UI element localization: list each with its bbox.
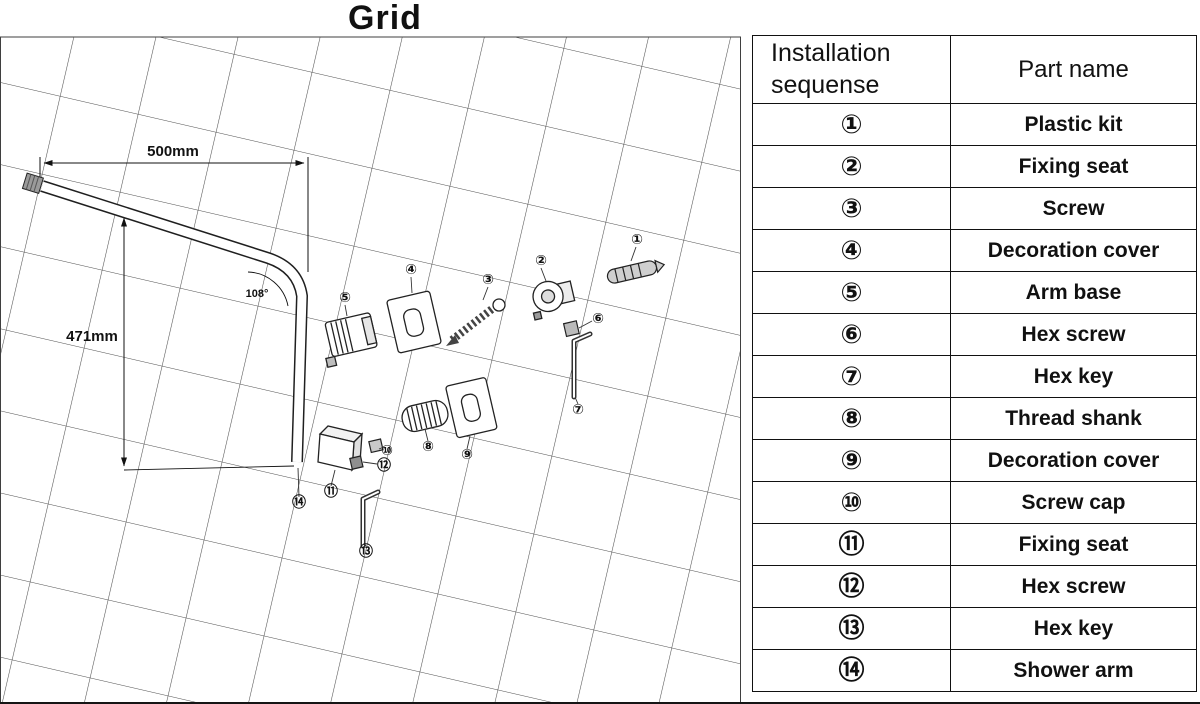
part-hex-screw-bottom — [349, 455, 364, 470]
callout-7: ⑦ — [572, 402, 584, 418]
row-name: Fixing seat — [950, 523, 1197, 566]
row-seq: ③ — [752, 187, 951, 230]
row-seq: ④ — [752, 229, 951, 272]
page-title: Grid — [348, 0, 422, 37]
row-seq: ⑥ — [752, 313, 951, 356]
angle-label: 108° — [246, 288, 269, 300]
callout-9: ⑨ — [461, 447, 473, 463]
row-seq: ⑨ — [752, 439, 951, 482]
callout-12: ⑫ — [377, 457, 391, 474]
callout-4: ④ — [405, 262, 417, 278]
part-hex-screw-top — [562, 320, 580, 338]
callout-13: ⑬ — [359, 543, 373, 560]
callout-10: ⑩ — [381, 443, 393, 459]
row-name: Fixing seat — [950, 145, 1197, 188]
row-seq: ⑪ — [752, 523, 951, 566]
part-hex-key-top — [571, 331, 593, 400]
callout-14: ⑭ — [292, 494, 306, 511]
callout-5: ⑤ — [339, 290, 351, 306]
exploded-diagram-svg: 500mm 471mm 108° — [0, 36, 741, 704]
callout-8: ⑧ — [422, 439, 434, 455]
row-name: Shower arm — [950, 649, 1197, 692]
callout-3: ③ — [482, 272, 494, 288]
dimension-width — [39, 157, 309, 272]
row-seq: ② — [752, 145, 951, 188]
row-name: Hex screw — [950, 313, 1197, 356]
row-name: Arm base — [950, 271, 1197, 314]
row-seq: ⑩ — [752, 481, 951, 524]
row-name: Decoration cover — [950, 229, 1197, 272]
header-part-name: Part name — [950, 35, 1197, 104]
dimension-height — [121, 217, 295, 471]
tile-grid-background — [0, 36, 741, 704]
shower-arm-drawing — [21, 172, 308, 463]
row-name: Plastic kit — [950, 103, 1197, 146]
row-name: Hex key — [950, 355, 1197, 398]
callout-6: ⑥ — [592, 311, 604, 327]
row-seq: ⑬ — [752, 607, 951, 650]
row-seq: ⑭ — [752, 649, 951, 692]
row-name: Decoration cover — [950, 439, 1197, 482]
installation-diagram: 500mm 471mm 108° — [0, 36, 741, 704]
part-plastic-kit — [606, 259, 666, 284]
callout-numbers: ① ② ③ ④ ⑤ ⑥ ⑦ ⑧ ⑨ ⑩ ⑪ ⑫ ⑬ ⑭ — [292, 232, 643, 560]
callout-leaders — [297, 246, 637, 547]
row-name: Hex screw — [950, 565, 1197, 608]
part-hex-key-bottom — [360, 489, 381, 549]
row-name: Screw cap — [950, 481, 1197, 524]
part-screw — [446, 298, 506, 346]
callout-2: ② — [535, 253, 547, 269]
part-decoration-cover-top — [386, 290, 442, 354]
part-fixing-seat-top — [532, 280, 576, 321]
row-seq: ⑦ — [752, 355, 951, 398]
row-seq: ⑫ — [752, 565, 951, 608]
part-thread-shank — [401, 399, 449, 433]
dimension-width-label: 500mm — [147, 143, 199, 160]
callout-11: ⑪ — [324, 483, 338, 500]
bottom-border — [0, 702, 1200, 704]
row-name: Thread shank — [950, 397, 1197, 440]
callout-1: ① — [631, 232, 643, 248]
row-seq: ⑧ — [752, 397, 951, 440]
row-name: Screw — [950, 187, 1197, 230]
part-arm-base — [324, 312, 378, 369]
part-decoration-cover-bottom — [445, 377, 498, 439]
header-installation-sequence: Installation sequense — [752, 35, 951, 104]
angle-arc — [247, 271, 289, 307]
row-seq: ⑤ — [752, 271, 951, 314]
row-name: Hex key — [950, 607, 1197, 650]
row-seq: ① — [752, 103, 951, 146]
dimension-height-label: 471mm — [66, 328, 118, 345]
